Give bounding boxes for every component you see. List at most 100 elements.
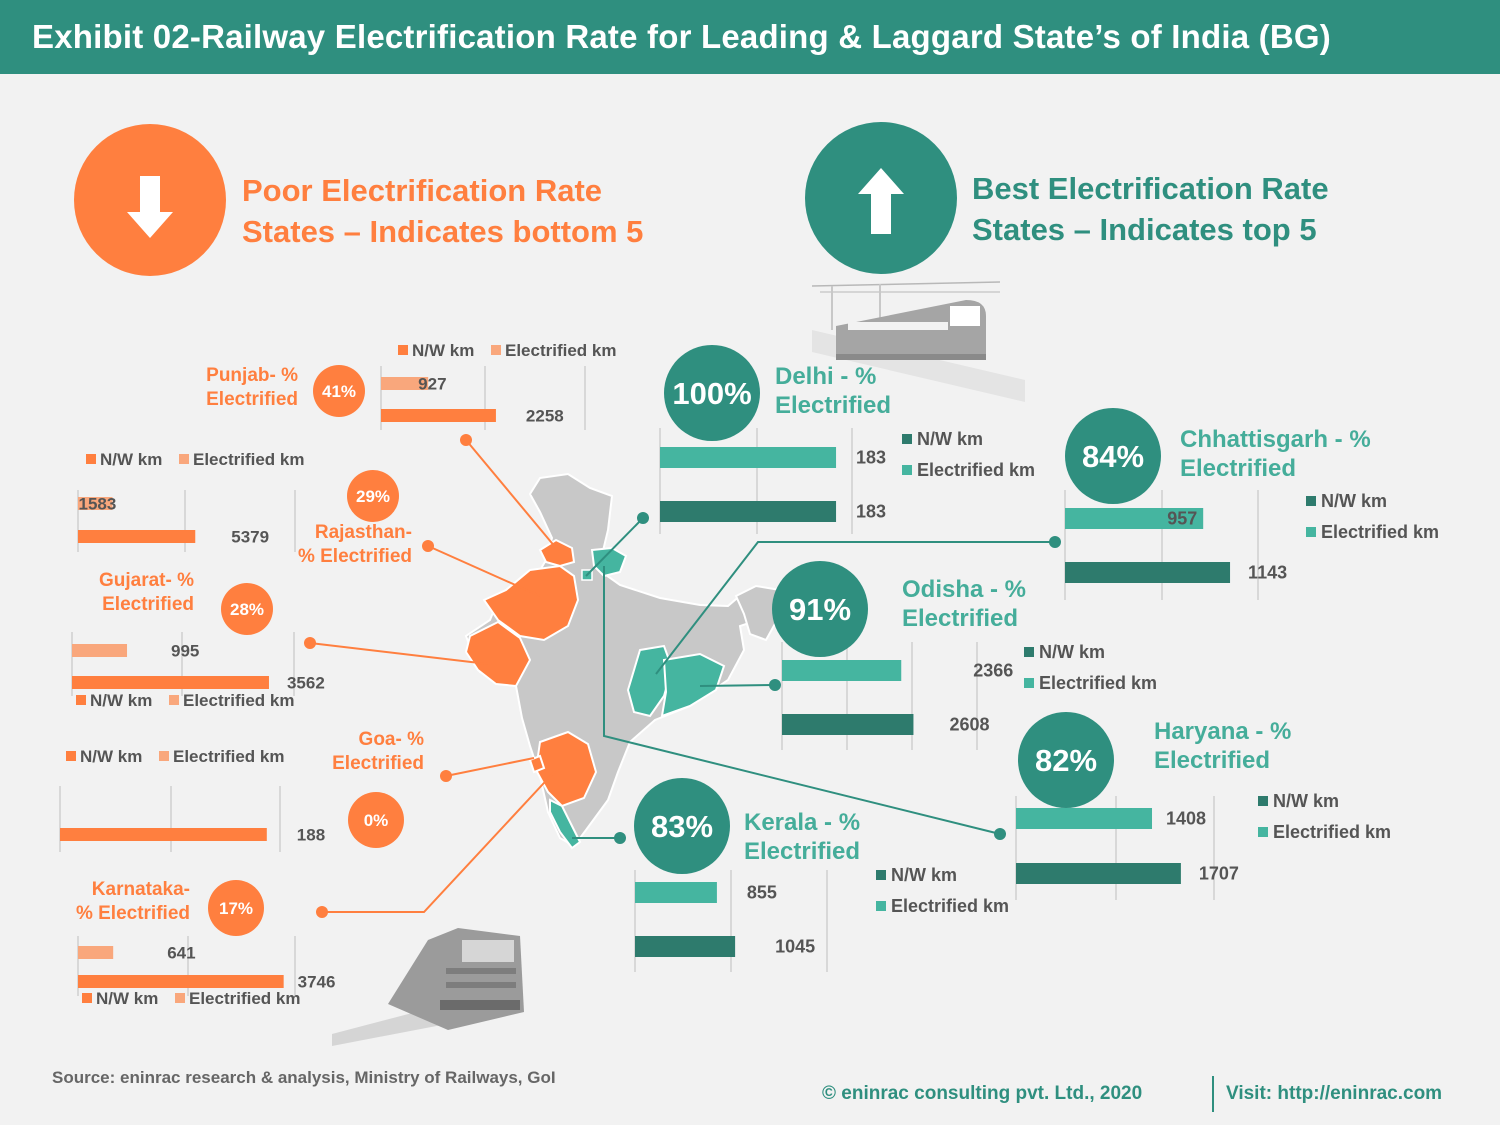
- value-label-haryana-nw: 1707: [1199, 864, 1239, 884]
- value-label-haryana-electrified: 1408: [1166, 809, 1206, 829]
- bar-delhi-nw: [660, 501, 837, 522]
- map-state-haryana: [590, 546, 628, 578]
- legend-label-goa-electrified: Electrified km: [173, 747, 285, 766]
- legend-label-haryana-nw: N/W km: [1273, 791, 1339, 811]
- copyright-text: © eninrac consulting pvt. Ltd., 2020: [822, 1083, 1143, 1104]
- value-label-goa-nw: 188: [297, 826, 325, 845]
- legend-swatch-kerala-nw: [876, 870, 886, 880]
- bar-delhi-electrified: [660, 447, 837, 468]
- state-label-delhi-0: Delhi - %: [775, 363, 876, 390]
- best-heading-line-2: States – Indicates top 5: [972, 212, 1317, 247]
- legend-swatch-goa-nw: [66, 751, 76, 761]
- state-label-delhi-1: Electrified: [775, 392, 891, 419]
- connector-dot-gujarat: [304, 637, 316, 649]
- pct-value-haryana: 82%: [1035, 743, 1097, 778]
- page-title: Exhibit 02-Railway Electrification Rate …: [32, 18, 1331, 55]
- legend-label-kerala-nw: N/W km: [891, 865, 957, 885]
- map-state-punjab: [538, 538, 576, 568]
- connector-dot-kerala: [614, 832, 626, 844]
- poor-circle: [74, 124, 226, 276]
- map-state-odisha: [660, 652, 726, 718]
- state-label-goa-0: Goa- %: [359, 729, 425, 750]
- state-label-gujarat-1: Electrified: [102, 594, 194, 615]
- pct-value-rajasthan: 29%: [356, 487, 390, 506]
- state-label-punjab-0: Punjab- %: [206, 365, 298, 386]
- visit-link[interactable]: Visit: http://eninrac.com: [1226, 1083, 1443, 1104]
- value-label-odisha-nw: 2608: [949, 715, 989, 735]
- pct-circle-haryana: [1018, 712, 1114, 808]
- source-note: Source: eninrac research & analysis, Min…: [52, 1068, 556, 1087]
- state-label-chhattisgarh-1: Electrified: [1180, 455, 1296, 482]
- up-arrow-icon: [858, 168, 904, 234]
- connector-dot-chhattisgarh: [1049, 536, 1061, 548]
- legend-label-rajasthan-electrified: Electrified km: [193, 450, 305, 469]
- legend-label-karnataka-nw: N/W km: [96, 989, 158, 1008]
- connector-dot-punjab: [460, 434, 472, 446]
- state-label-kerala-0: Kerala - %: [744, 809, 860, 836]
- state-label-punjab-1: Electrified: [206, 389, 298, 410]
- bar-karnataka-electrified: [78, 946, 114, 959]
- bar-rajasthan-electrified: [78, 497, 113, 510]
- bar-kerala-electrified: [635, 882, 717, 903]
- connectors: [304, 434, 1061, 918]
- connector-haryana: [603, 566, 1001, 835]
- connector-rajasthan: [427, 545, 541, 597]
- bar-odisha-electrified: [782, 660, 902, 681]
- pct-value-odisha: 91%: [789, 592, 851, 627]
- pct-value-chhattisgarh: 84%: [1082, 439, 1144, 474]
- legend-label-delhi-electrified: Electrified km: [917, 460, 1035, 480]
- pct-circle-delhi: [664, 345, 760, 441]
- value-label-punjab-nw: 2258: [526, 407, 564, 426]
- poor-heading-line-1: Poor Electrification Rate: [242, 173, 603, 208]
- pct-circle-gujarat: [221, 583, 273, 635]
- legend-swatch-odisha-nw: [1024, 647, 1034, 657]
- pct-circle-rajasthan: [347, 470, 399, 522]
- pct-circle-punjab: [313, 365, 365, 417]
- best-heading: Best Electrification Rate States – Indic…: [972, 168, 1329, 250]
- legend-swatch-chhattisgarh-nw: [1306, 496, 1316, 506]
- state-label-odisha-0: Odisha - %: [902, 576, 1026, 603]
- legend-label-kerala-electrified: Electrified km: [891, 896, 1009, 916]
- legend-swatch-rajasthan-electrified: [179, 454, 189, 464]
- state-label-gujarat-0: Gujarat- %: [99, 570, 194, 591]
- bar-punjab-nw: [381, 409, 496, 422]
- bar-rajasthan-nw: [78, 530, 196, 543]
- legend-swatch-gujarat-nw: [76, 695, 86, 705]
- legend-label-chhattisgarh-nw: N/W km: [1321, 491, 1387, 511]
- pct-circle-goa: [348, 792, 404, 848]
- bar-haryana-electrified: [1016, 808, 1153, 829]
- pct-circle-kerala: [634, 778, 730, 874]
- poor-heading-line-2: States – Indicates bottom 5: [242, 214, 644, 249]
- map-state-karnataka: [534, 730, 598, 808]
- pct-value-delhi: 100%: [672, 376, 751, 411]
- value-label-chhattisgarh-nw: 1143: [1248, 563, 1287, 583]
- locomotive-icon: [332, 928, 524, 1046]
- bar-goa-nw: [60, 828, 267, 841]
- legend-label-karnataka-electrified: Electrified km: [189, 989, 301, 1008]
- poor-heading: Poor Electrification Rate States – Indic…: [242, 170, 643, 252]
- bar-kerala-nw: [635, 936, 736, 957]
- state-label-haryana-1: Electrified: [1154, 747, 1270, 774]
- legend-label-gujarat-electrified: Electrified km: [183, 691, 295, 710]
- bar-odisha-nw: [782, 714, 914, 735]
- connector-delhi: [585, 517, 644, 577]
- state-label-kerala-1: Electrified: [744, 838, 860, 865]
- connector-dot-goa: [440, 770, 452, 782]
- legend-label-punjab-nw: N/W km: [412, 341, 474, 360]
- bar-haryana-nw: [1016, 863, 1181, 884]
- bar-chhattisgarh-electrified: [1065, 508, 1204, 529]
- best-heading-line-1: Best Electrification Rate: [972, 171, 1329, 206]
- pct-value-goa: 0%: [364, 811, 389, 830]
- state-label-karnataka-1: % Electrified: [76, 903, 190, 924]
- legend-swatch-delhi-nw: [902, 434, 912, 444]
- legend-swatch-haryana-nw: [1258, 796, 1268, 806]
